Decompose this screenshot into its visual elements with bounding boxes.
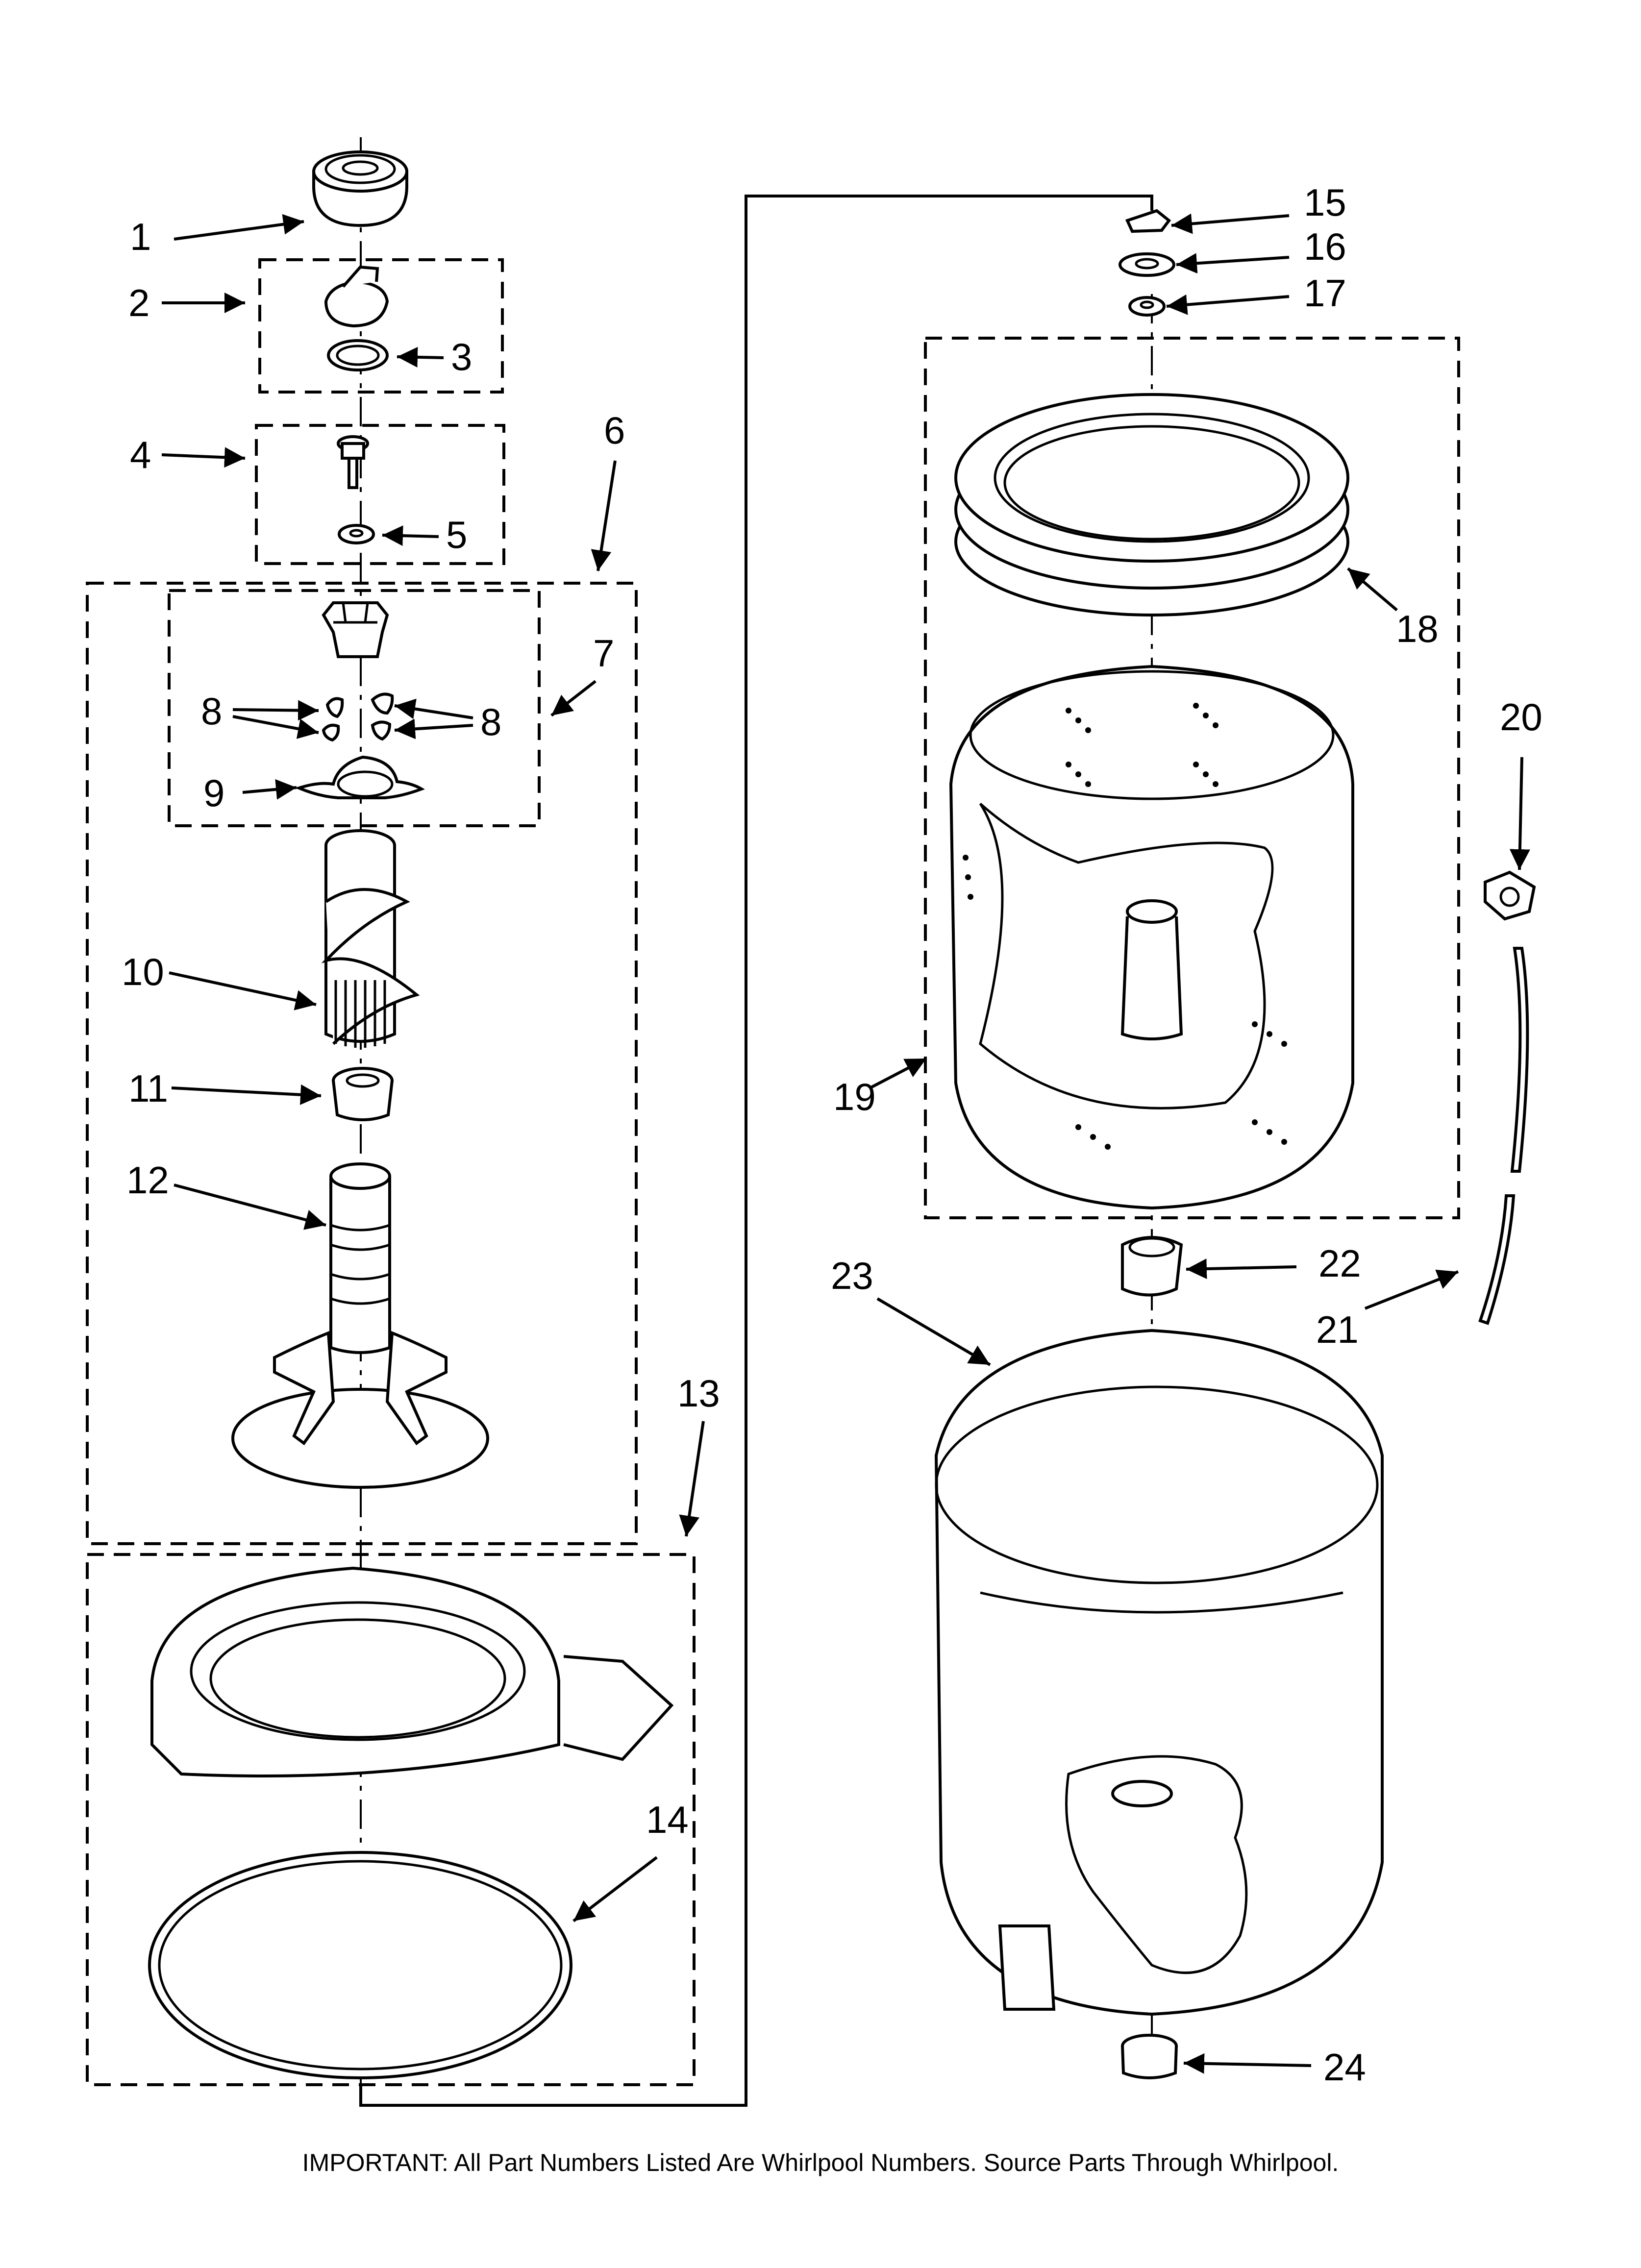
part-4-bolt — [337, 435, 369, 489]
group-box-18-19 — [924, 337, 1460, 1219]
callout-4: 4 — [130, 433, 151, 476]
group-box-2 — [258, 258, 504, 394]
callout-1: 1 — [130, 215, 151, 258]
part-12-agitator-base — [231, 1162, 489, 1489]
callout-2: 2 — [128, 281, 149, 324]
part-5-washer — [338, 524, 375, 544]
part-19-basket — [949, 665, 1354, 1210]
footer-important-note: IMPORTANT: All Part Numbers Listed Are W… — [302, 2149, 1339, 2176]
part-7-agitator-cam — [322, 601, 389, 658]
part-24-plug — [1121, 2034, 1178, 2079]
callout-21: 21 — [1316, 1308, 1359, 1351]
callout-14: 14 — [646, 1798, 689, 1841]
part-18-balance-ring — [954, 393, 1349, 616]
group-box-7 — [168, 589, 541, 827]
group-box-13 — [86, 1553, 696, 2086]
callout-17: 17 — [1304, 271, 1346, 315]
part-10-auger — [321, 829, 420, 1048]
callout-labels: 1 2 3 4 5 6 7 8 8 9 10 11 12 13 14 15 16… — [122, 181, 1542, 2089]
callout-23: 23 — [831, 1254, 873, 1297]
callout-8-left: 8 — [201, 690, 222, 733]
group-box-4 — [255, 424, 505, 565]
callout-15: 15 — [1304, 181, 1346, 224]
callout-9: 9 — [203, 771, 224, 814]
part-11-drive-bell — [332, 1067, 394, 1121]
part-16-spanner — [1119, 252, 1175, 277]
callout-8-right: 8 — [480, 700, 501, 743]
part-3-seal-ring — [327, 339, 389, 371]
callout-19: 19 — [833, 1075, 876, 1118]
part-23-outer-tub — [934, 1329, 1384, 2016]
part-2-cam — [324, 265, 389, 328]
callout-22: 22 — [1318, 1242, 1361, 1285]
callout-13: 13 — [677, 1372, 720, 1415]
callout-16: 16 — [1304, 225, 1346, 268]
part-9-ratchet — [295, 755, 425, 799]
part-13-tub-ring — [150, 1566, 674, 1777]
part-20-hose-clamp — [1484, 870, 1536, 921]
part-21-hose — [1478, 947, 1529, 1325]
callout-18: 18 — [1396, 607, 1439, 650]
part-22-hub — [1121, 1236, 1183, 1297]
part-17-nut — [1128, 296, 1166, 317]
part-8-cam-dogs — [322, 692, 394, 742]
callout-24: 24 — [1323, 2046, 1366, 2089]
part-15-nut-clip — [1125, 209, 1171, 233]
connector-line — [359, 195, 1153, 2107]
part-1-cap — [312, 150, 408, 227]
callout-6: 6 — [604, 409, 625, 452]
callout-12: 12 — [126, 1159, 169, 1202]
callout-20: 20 — [1500, 695, 1542, 739]
callout-10: 10 — [122, 950, 164, 993]
callout-5: 5 — [446, 513, 467, 556]
part-14-tub-seal — [148, 1851, 572, 2079]
callout-11: 11 — [128, 1067, 168, 1110]
leader-lines — [161, 213, 1530, 2074]
callout-7: 7 — [593, 632, 614, 675]
callout-3: 3 — [451, 335, 472, 378]
